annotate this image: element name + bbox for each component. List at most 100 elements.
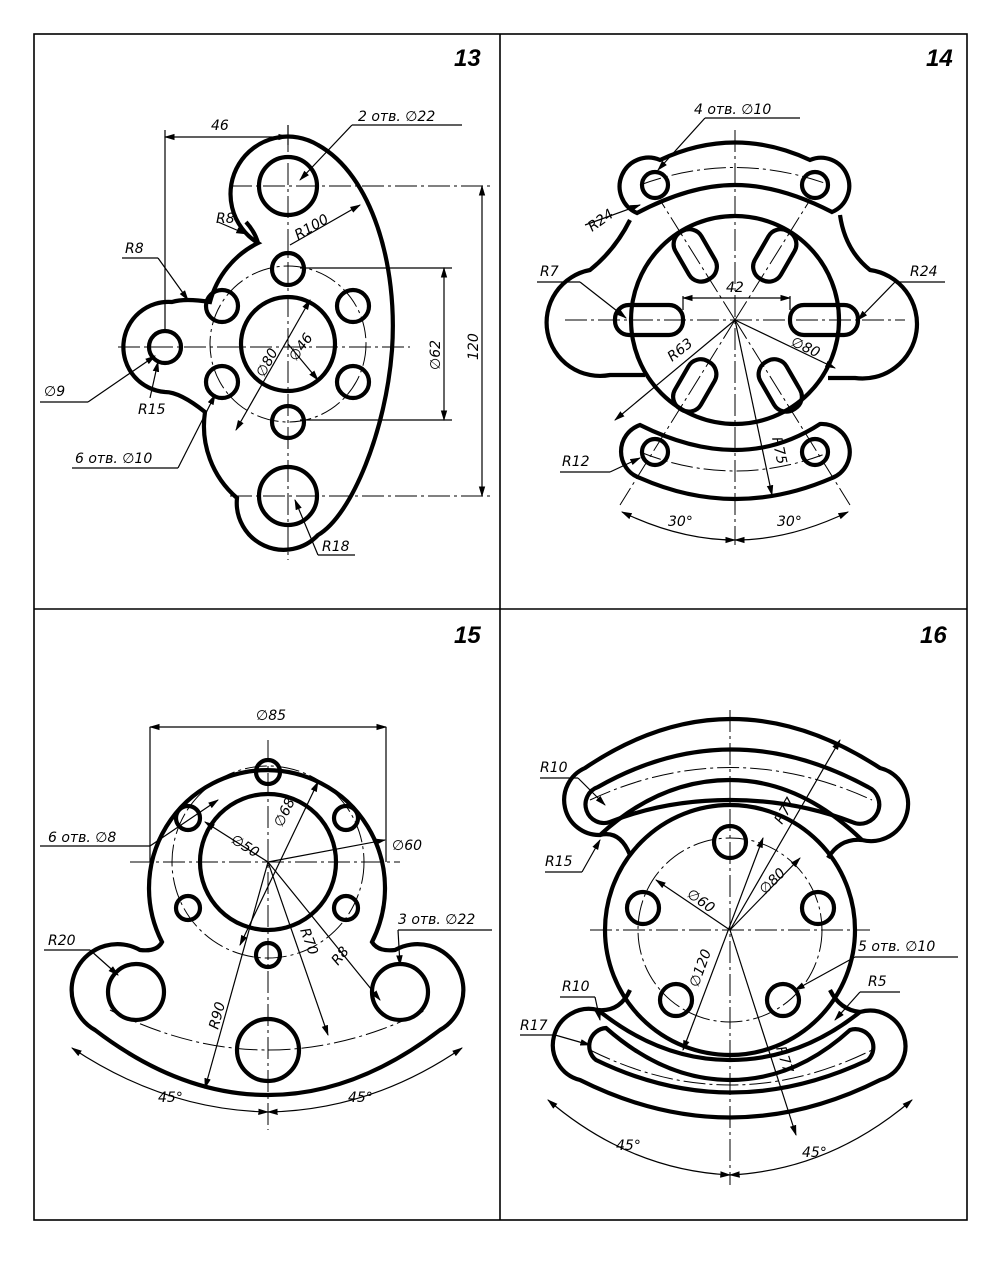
dim-d68: ∅68 [271, 796, 299, 830]
angle-45-left: 45° [616, 1138, 641, 1154]
angle-arc [266, 1047, 463, 1116]
note-holes-22: 2 отв. ∅22 [358, 109, 435, 125]
hole [639, 436, 671, 468]
dim-r12: R12 [562, 454, 590, 470]
note-holes-10: 4 отв. ∅10 [694, 102, 771, 118]
dim-d50: ∅50 [228, 832, 262, 862]
dim-r75: R75 [768, 436, 789, 466]
bolt-hole [331, 893, 361, 923]
part-outline [121, 134, 395, 552]
center-arc [589, 1049, 873, 1086]
fillet [597, 989, 632, 1013]
leader [89, 949, 119, 976]
leader [396, 929, 403, 967]
panel-number: 16 [920, 622, 947, 649]
angle-arc [547, 1099, 732, 1178]
dim-r15: R15 [138, 402, 166, 418]
note-holes-22: 3 отв. ∅22 [398, 912, 475, 928]
leader [581, 839, 601, 873]
center-arc [639, 451, 831, 472]
big-hole [369, 961, 431, 1023]
leader [299, 124, 353, 181]
slot [751, 227, 799, 284]
leader [87, 355, 156, 403]
dim-r10-bottom: R10 [562, 979, 590, 995]
note-holes-10: 6 отв. ∅10 [75, 451, 152, 467]
leader [794, 956, 856, 991]
top-arc-band [562, 717, 911, 844]
fillet [244, 220, 261, 244]
leader [177, 394, 216, 469]
dim-r18: R18 [322, 539, 350, 555]
slot [756, 357, 804, 414]
dim-line-60 [267, 838, 387, 863]
dim-r24-left: R24 [585, 206, 617, 235]
dim-r8-left: R8 [125, 241, 144, 257]
dim-line-r75 [734, 319, 774, 497]
dim-r17: R17 [520, 1018, 548, 1034]
panel-number: 14 [926, 45, 953, 72]
dim-d80: ∅80 [757, 865, 790, 898]
hole [799, 169, 831, 201]
dim-line-r63 [614, 319, 736, 421]
angle-arc [71, 1047, 270, 1116]
dim-r5: R5 [868, 974, 887, 990]
dim-r8-top: R8 [216, 211, 235, 227]
leader [157, 257, 189, 301]
left-lobe [544, 219, 645, 379]
dim-42: 42 [726, 280, 744, 296]
center-line [734, 199, 811, 321]
angle-45-right: 45° [348, 1090, 373, 1106]
note-holes-8: 6 отв. ∅8 [48, 830, 116, 846]
leader [149, 799, 219, 847]
leader [217, 221, 247, 235]
slot [671, 357, 719, 414]
panel-16: 16 R10 R77 R15 ∅60 ∅80 [520, 622, 958, 1185]
fillet [828, 989, 861, 1015]
leader [289, 204, 361, 246]
dim-r7: R7 [540, 264, 559, 280]
hole [639, 169, 671, 201]
bolt-hole [173, 803, 203, 833]
leader [554, 1034, 592, 1046]
dim-d60: ∅60 [684, 886, 718, 916]
leader [594, 996, 602, 1022]
center-line [659, 199, 736, 321]
bolt-hole [173, 893, 203, 923]
dim-120: 120 [466, 333, 482, 360]
bottom-arc-band [618, 421, 852, 502]
leader [609, 457, 641, 473]
leader [577, 777, 606, 806]
dim-r15: R15 [545, 854, 573, 870]
angle-30-left: 30° [668, 514, 693, 530]
angle-arc [733, 511, 849, 544]
leader [584, 204, 642, 226]
leader [857, 281, 896, 321]
dim-d120: ∅120 [687, 947, 715, 989]
angle-45-left: 45° [158, 1090, 183, 1106]
angle-arc [621, 511, 737, 544]
leader [579, 281, 627, 319]
leader [834, 991, 861, 1021]
top-arc-inner [583, 747, 882, 826]
panel-14: 14 4 отв. ∅10 R [537, 45, 953, 545]
fillet [826, 837, 863, 860]
dim-line-d120 [682, 836, 764, 1052]
dim-r100: R100 [292, 211, 332, 243]
dim-d85: ∅85 [256, 708, 286, 724]
center-arc [589, 767, 873, 801]
dim-r8: R8 [329, 944, 353, 969]
dim-d80: ∅80 [788, 334, 822, 361]
angle-arc [728, 1099, 913, 1178]
slot [671, 227, 719, 284]
note-holes-10: 5 отв. ∅10 [858, 939, 935, 955]
top-arc-band [617, 140, 852, 216]
leader [149, 360, 160, 399]
right-lobe [828, 214, 920, 381]
angle-30-right: 30° [777, 514, 802, 530]
sheet-frame [33, 33, 968, 1221]
dim-d9: ∅9 [44, 384, 65, 400]
fillet [599, 832, 632, 856]
dim-r20: R20 [48, 933, 76, 949]
